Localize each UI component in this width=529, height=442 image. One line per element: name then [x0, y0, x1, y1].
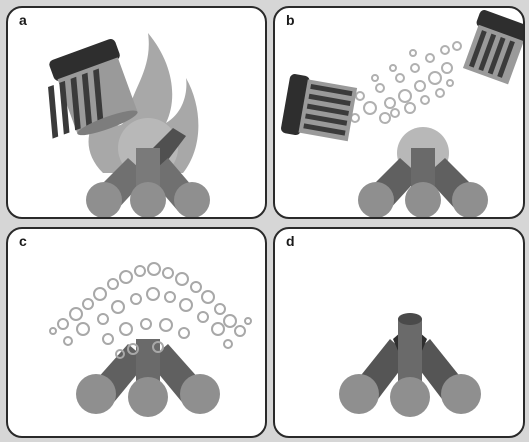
panel-d: d: [273, 227, 525, 438]
foam-spray: [340, 42, 461, 123]
panel-d-illustration: [275, 229, 523, 436]
panel-label-d: d: [286, 233, 295, 249]
panel-label-c: c: [19, 233, 27, 249]
canister-right-icon: [460, 9, 523, 86]
logs-icon: [76, 339, 220, 417]
logs-icon: [339, 313, 481, 417]
panel-c: c: [6, 227, 267, 438]
logs-icon: [358, 148, 488, 217]
panel-label-a: a: [19, 12, 27, 28]
panel-b-illustration: [275, 8, 523, 217]
panel-b: b: [273, 6, 525, 219]
panel-a: a: [6, 6, 267, 219]
canister-left-icon: [280, 73, 357, 144]
panel-label-b: b: [286, 12, 295, 28]
panel-a-illustration: [8, 8, 265, 217]
panel-c-illustration: [8, 229, 265, 436]
